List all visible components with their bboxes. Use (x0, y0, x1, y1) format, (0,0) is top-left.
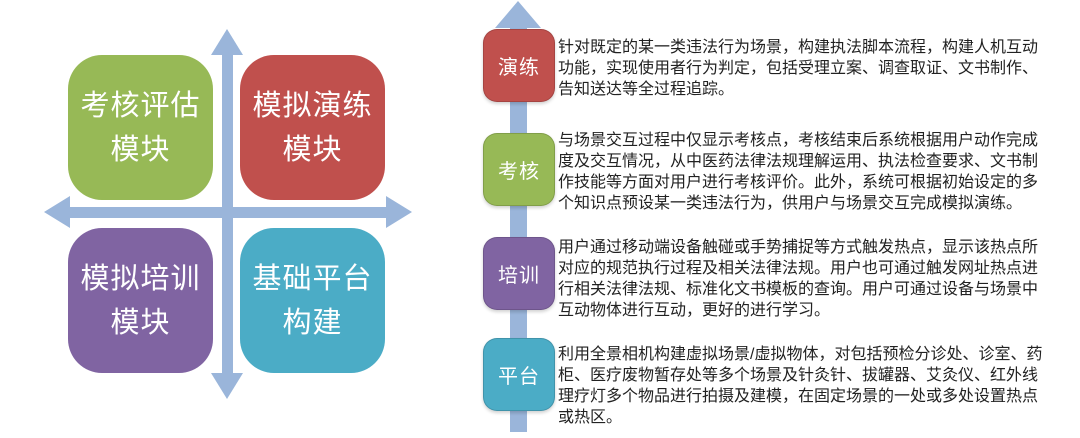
timeline-step-assessment: 考核 (483, 133, 555, 206)
module-box-title-line2: 模块 (110, 306, 171, 339)
module-box-platform: 基础平台 构建 (240, 228, 385, 373)
timeline-axis-line (510, 26, 527, 432)
timeline-step-label: 考核 (498, 161, 540, 183)
down-arrowhead-icon (211, 373, 243, 399)
module-box-title-line1: 考核评估 (80, 89, 201, 122)
horizontal-axis-line (64, 207, 390, 218)
timeline-step-label: 演练 (498, 57, 540, 79)
timeline-up-arrowhead-icon (495, 1, 541, 28)
timeline-step-training: 培训 (483, 237, 555, 310)
module-box-title-line1: 基础平台 (252, 262, 373, 295)
module-box-title-line1: 模拟培训 (80, 262, 201, 295)
timeline-step-description: 利用全景相机构建虚拟场景/虚拟物体，对包括预检分诊处、诊室、药柜、医疗废物暂存处… (558, 346, 1043, 426)
timeline-step-drill: 演练 (483, 29, 555, 102)
module-box-title-line2: 模块 (110, 133, 171, 166)
timeline-step-label: 培训 (498, 265, 540, 287)
module-box-title-line2: 模块 (282, 133, 343, 166)
module-box-title-line1: 模拟演练 (252, 89, 373, 122)
module-box-drill: 模拟演练 模块 (240, 55, 385, 200)
timeline-step-description: 与场景交互过程中仅显示考核点，考核结束后系统根据用户动作完成度及交互情况，从中医… (558, 132, 1039, 212)
timeline-step-platform: 平台 (483, 338, 555, 411)
module-box-assessment: 考核评估 模块 (68, 55, 213, 200)
up-arrowhead-icon (211, 29, 243, 55)
timeline-step-description: 用户通过移动端设备触碰或手势捕捉等方式触发热点，显示该热点所对应的规范执行过程及… (558, 239, 1039, 319)
left-arrowhead-icon (44, 196, 70, 228)
timeline-step-label: 平台 (498, 366, 540, 388)
module-box-title-line2: 构建 (282, 306, 343, 339)
timeline-step-description: 针对既定的某一类违法行为场景，构建执法脚本流程，构建人机互动功能，实现使用者行为… (558, 39, 1039, 98)
module-box-training: 模拟培训 模块 (68, 228, 213, 373)
right-arrowhead-icon (386, 196, 412, 228)
